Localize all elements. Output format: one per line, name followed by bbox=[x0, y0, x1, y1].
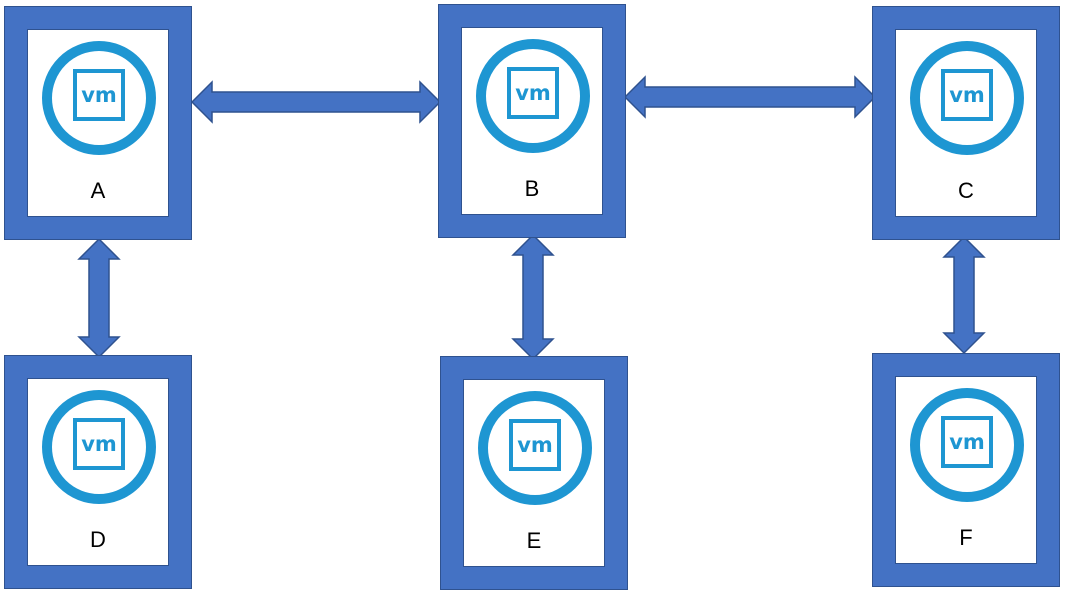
node-f: vm F bbox=[872, 353, 1060, 587]
node-a-panel: vm A bbox=[27, 29, 169, 217]
node-d: vm D bbox=[4, 355, 192, 589]
vm-icon: vm bbox=[910, 388, 1024, 502]
vm-icon: vm bbox=[476, 39, 590, 153]
arrow-c-f bbox=[942, 235, 986, 355]
node-b-panel: vm B bbox=[461, 27, 603, 215]
arrow-b-c bbox=[623, 75, 877, 119]
arrow-b-e bbox=[511, 233, 555, 361]
node-label: A bbox=[90, 178, 106, 203]
vm-icon: vm bbox=[478, 391, 592, 505]
vm-icon-text: vm bbox=[515, 81, 551, 105]
arrow-a-b bbox=[190, 80, 442, 124]
node-e-panel: vm E bbox=[463, 379, 605, 567]
node-label: C bbox=[958, 178, 974, 203]
node-a: vm A bbox=[4, 6, 192, 240]
node-d-panel: vm D bbox=[27, 378, 169, 566]
vm-icon-text: vm bbox=[81, 83, 117, 107]
vm-icon-text: vm bbox=[517, 433, 553, 457]
node-f-panel: vm F bbox=[895, 376, 1037, 564]
node-c-panel: vm C bbox=[895, 29, 1037, 217]
vm-icon-text: vm bbox=[949, 83, 985, 107]
node-label: F bbox=[959, 525, 973, 550]
node-c: vm C bbox=[872, 6, 1060, 240]
vm-icon-text: vm bbox=[949, 430, 985, 454]
node-e: vm E bbox=[440, 356, 628, 590]
arrow-a-d bbox=[77, 237, 121, 359]
node-label: E bbox=[526, 528, 542, 553]
vm-icon: vm bbox=[910, 41, 1024, 155]
vm-icon: vm bbox=[42, 41, 156, 155]
node-label: D bbox=[90, 527, 106, 552]
node-label: B bbox=[524, 176, 540, 201]
vm-icon-text: vm bbox=[81, 432, 117, 456]
vm-icon: vm bbox=[42, 390, 156, 504]
node-b: vm B bbox=[438, 4, 626, 238]
